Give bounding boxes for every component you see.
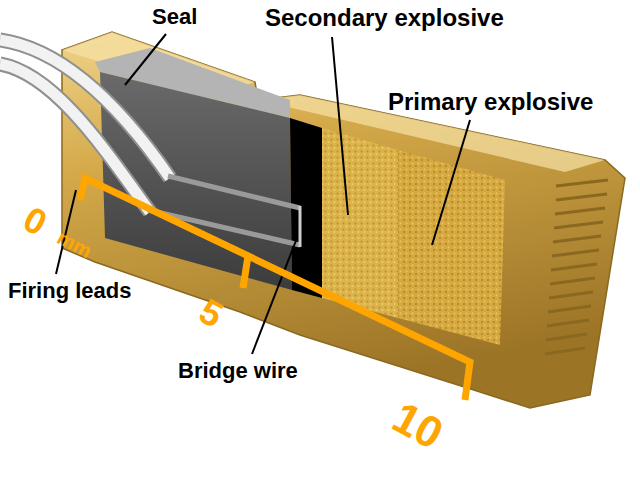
part-label: Secondary explosive [265, 4, 504, 32]
part-label: Bridge wire [178, 358, 298, 383]
scale-number: 10 [384, 392, 451, 460]
part-label: Seal [152, 4, 197, 29]
scale-ruler [80, 178, 470, 400]
part-label: Primary explosive [388, 88, 593, 116]
scale-number: 0 [17, 198, 54, 244]
part-label: Firing leads [8, 278, 131, 303]
